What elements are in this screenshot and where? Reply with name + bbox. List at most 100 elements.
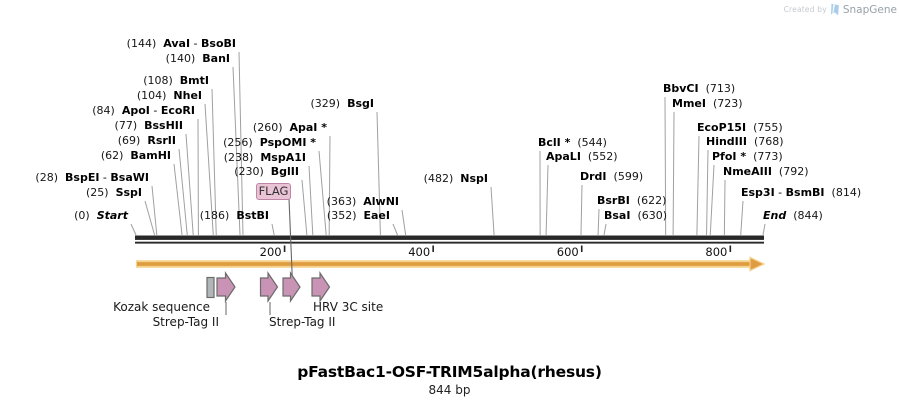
- site-position: (814): [831, 186, 862, 199]
- site-position: (352): [326, 209, 357, 222]
- feature-label-strep-tag-ii[interactable]: Strep-Tag II: [152, 315, 219, 329]
- site-label-drdi-599[interactable]: DrdI(599): [580, 170, 643, 183]
- site-label-apoi-ecori-84[interactable]: (84)ApoI - EcoRI: [92, 104, 195, 117]
- sequence-ruler-bottom: [135, 241, 764, 244]
- feature-label-kozak-sequence[interactable]: Kozak sequence: [113, 300, 210, 314]
- leader-line-140: [232, 66, 241, 236]
- site-label-eaei-352[interactable]: (352)EaeI: [327, 209, 390, 222]
- site-label-mspa1i-238[interactable]: (238)MspA1I: [224, 151, 306, 164]
- leader-line-768: [706, 149, 709, 236]
- site-label-nspi-482[interactable]: (482)NspI: [424, 172, 488, 185]
- site-name: ApoI - EcoRI: [121, 104, 195, 117]
- site-name: NheI: [173, 89, 202, 102]
- feature-arrow-strep-tag-ii[interactable]: [259, 271, 279, 303]
- site-label-bsai-630[interactable]: BsaI(630): [604, 209, 667, 222]
- site-position: (260): [252, 121, 283, 134]
- feature-label-hrv-3c-site[interactable]: HRV 3C site: [313, 300, 384, 314]
- site-label-bglii-230[interactable]: (230)BglII: [234, 165, 299, 178]
- site-position: (77): [114, 119, 138, 132]
- site-position: (0): [74, 209, 90, 222]
- site-position: (792): [778, 165, 809, 178]
- map-title: pFastBac1-OSF-TRIM5alpha(rhesus): [297, 363, 602, 381]
- feature-box-kozak-sequence[interactable]: [206, 276, 215, 299]
- site-label-bsgi-329[interactable]: (329)BsgI: [311, 97, 375, 110]
- ruler-tick-label-400: 400: [408, 245, 431, 259]
- site-name: AvaI - BsoBI: [163, 37, 236, 50]
- site-name: EcoP15I: [697, 121, 747, 134]
- leader-line-482: [490, 186, 495, 236]
- snapgene-logo-icon: [830, 3, 839, 16]
- ruler-tick-800: [729, 245, 732, 252]
- site-label-rsrii-69[interactable]: (69)RsrII: [118, 134, 176, 147]
- site-label-bspei-bsawi-28[interactable]: (28)BspEI - BsaWI: [35, 171, 149, 184]
- site-label-mmei-723[interactable]: MmeI (723): [672, 97, 743, 110]
- site-name: DrdI: [580, 170, 607, 183]
- site-position: (186): [199, 209, 230, 222]
- site-label-pfoi-773[interactable]: PfoI *(773): [712, 150, 783, 163]
- site-position: (144): [126, 37, 157, 50]
- site-name: ApaLI: [546, 150, 581, 163]
- site-label-bbvci-713[interactable]: BbvCI (713): [663, 82, 735, 95]
- leader-line-329: [376, 111, 381, 236]
- leader-line-62: [173, 163, 183, 236]
- site-label-alwni-363[interactable]: (363)AlwNI: [327, 195, 399, 208]
- feature-callout-flag[interactable]: FLAG: [256, 183, 291, 200]
- feature-label-strep-tag-ii[interactable]: Strep-Tag II: [269, 315, 336, 329]
- watermark-brand: SnapGene: [842, 3, 897, 16]
- site-label-nhei-104[interactable]: (104) NheI: [137, 89, 202, 102]
- leader-line-552: [545, 164, 549, 236]
- site-name: End: [763, 209, 787, 222]
- site-name: Esp3I - BsmBI: [741, 186, 825, 199]
- site-position: (713): [705, 82, 736, 95]
- site-label-start-0[interactable]: (0) Start: [74, 209, 128, 222]
- site-label-bsrbi-622[interactable]: BsrBI(622): [597, 194, 666, 207]
- ruler-tick-label-800: 800: [705, 245, 728, 259]
- site-name: Start: [96, 209, 128, 222]
- site-label-pspomi-256[interactable]: (256) PspOMI *: [223, 136, 316, 149]
- site-position: (723): [712, 97, 743, 110]
- site-label-nmeaiii-792[interactable]: NmeAIII (792): [723, 165, 809, 178]
- site-label-apali-552[interactable]: ApaLI (552): [546, 150, 618, 163]
- site-position: (25): [85, 186, 109, 199]
- site-label-sspi-25[interactable]: (25)SspI: [86, 186, 142, 199]
- site-label-hindiii-768[interactable]: HindIII(768): [706, 135, 784, 148]
- site-position: (108): [143, 74, 173, 87]
- site-name: BbvCI: [663, 82, 699, 95]
- site-position: (552): [587, 150, 618, 163]
- site-label-bcli-544[interactable]: BclI *(544): [538, 136, 607, 149]
- site-name: BmtI: [179, 74, 209, 87]
- site-position: (844): [793, 209, 823, 222]
- site-label-bsshii-77[interactable]: (77)BssHII: [115, 119, 183, 132]
- site-position: (755): [753, 121, 783, 134]
- ruler-tick-label-200: 200: [259, 245, 282, 259]
- site-name: NmeAIII: [723, 165, 772, 178]
- leader-line-238: [308, 165, 314, 236]
- site-label-bstbi-186[interactable]: (186)BstBI: [200, 209, 269, 222]
- leader-line-0: [130, 223, 137, 236]
- leader-line-144: [238, 51, 244, 236]
- site-label-esp3i-bsmbi-814[interactable]: Esp3I - BsmBI (814): [741, 186, 861, 199]
- site-label-bmti-108[interactable]: (108) BmtI: [143, 74, 209, 87]
- site-label-bani-140[interactable]: (140)BanI: [166, 52, 230, 65]
- site-label-bamhi-62[interactable]: (62)BamHI: [101, 149, 171, 162]
- leader-line-599: [580, 184, 583, 236]
- feature-arrow-hrv-3c-site[interactable]: [311, 271, 331, 303]
- feature-arrow-flag[interactable]: [282, 271, 301, 303]
- site-position: (104): [136, 89, 167, 102]
- site-name: PspOMI *: [259, 136, 316, 149]
- site-position: (622): [636, 194, 667, 207]
- site-label-ecop15i-755[interactable]: EcoP15I (755): [697, 121, 783, 134]
- leader-line-773: [709, 164, 715, 236]
- feature-arrow-strep-tag-ii[interactable]: [216, 271, 236, 303]
- site-label-avai-bsobi-144[interactable]: (144) AvaI - BsoBI: [127, 37, 236, 50]
- leader-line-260: [328, 135, 331, 236]
- watermark-created-by: Created by: [783, 5, 827, 14]
- leader-line-108: [211, 88, 217, 236]
- leader-line-713: [664, 96, 667, 236]
- site-label-end-844[interactable]: End (844): [763, 209, 823, 222]
- site-position: (256): [223, 136, 253, 149]
- site-label-apai-260[interactable]: (260)ApaI *: [253, 121, 327, 134]
- site-name: BamHI: [130, 149, 171, 162]
- site-name: MmeI: [672, 97, 706, 110]
